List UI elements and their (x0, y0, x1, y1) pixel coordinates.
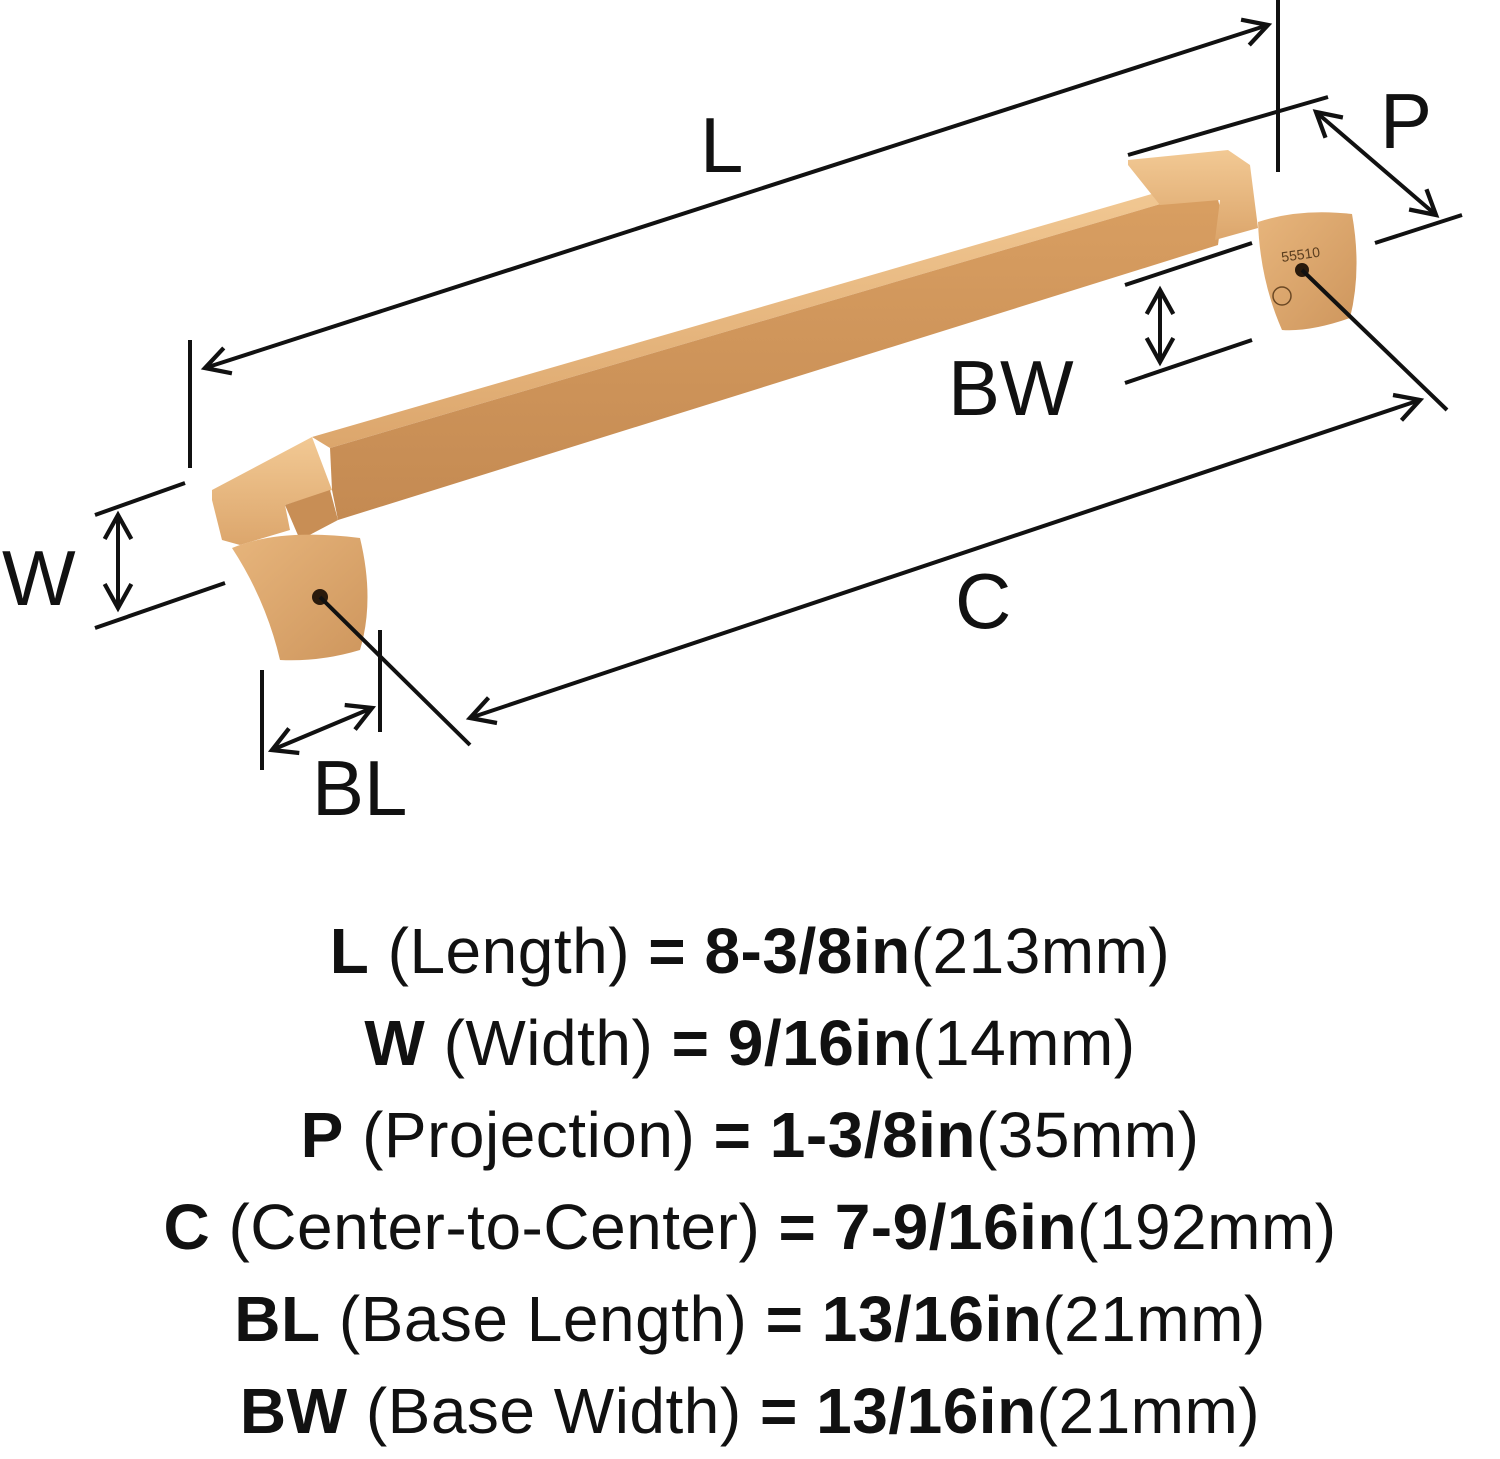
spec-abbr: C (163, 1191, 211, 1263)
pull-dimension-diagram: 55510 L P BW C W BL (2, 0, 1463, 832)
spec-metric: (21mm) (1042, 1283, 1266, 1355)
spec-equals: = (765, 1283, 804, 1355)
dim-label-base-length: BL (312, 744, 407, 832)
spec-metric: (35mm) (975, 1099, 1200, 1171)
spec-imperial: 7-9/16in (834, 1191, 1078, 1263)
pull-handle: 55510 (212, 150, 1357, 661)
specification-list: L (Length) = 8-3/8in(213mm) W (Width) = … (0, 905, 1500, 1457)
spec-name: (Center-to-Center) (228, 1191, 761, 1263)
handle-left-arm-side (285, 490, 338, 540)
spec-name: (Length) (387, 915, 631, 987)
spec-name: (Base Width) (365, 1375, 742, 1447)
spec-row-base-length: BL (Base Length) = 13/16in(21mm) (0, 1273, 1500, 1365)
dim-label-center: C (955, 557, 1011, 645)
handle-bar-side (330, 188, 1222, 520)
spec-equals: = (713, 1099, 752, 1171)
spec-metric: (213mm) (910, 915, 1171, 987)
dim-label-width: W (2, 534, 76, 622)
product-marking: 55510 (1280, 244, 1321, 265)
spec-name: (Projection) (362, 1099, 696, 1171)
brand-logo-icon (1272, 286, 1292, 306)
spec-abbr: BL (234, 1283, 321, 1355)
handle-bar-top (312, 180, 1215, 448)
spec-abbr: BW (239, 1375, 348, 1447)
spec-abbr: P (300, 1099, 344, 1171)
dim-label-length: L (700, 101, 743, 189)
dim-label-projection: P (1380, 77, 1432, 165)
spec-equals: = (759, 1375, 798, 1447)
spec-imperial: 13/16in (816, 1375, 1037, 1447)
spec-metric: (14mm) (912, 1007, 1136, 1079)
spec-equals: = (778, 1191, 817, 1263)
spec-imperial: 8-3/8in (704, 915, 911, 987)
spec-abbr: L (329, 915, 370, 987)
spec-name: (Width) (443, 1007, 654, 1079)
spec-row-width: W (Width) = 9/16in(14mm) (0, 997, 1500, 1089)
spec-equals: = (648, 915, 687, 987)
spec-row-projection: P (Projection) = 1-3/8in(35mm) (0, 1089, 1500, 1181)
dim-label-base-width: BW (948, 344, 1074, 432)
spec-name: (Base Length) (338, 1283, 748, 1355)
spec-imperial: 9/16in (727, 1007, 913, 1079)
dimension-lines (94, 0, 1463, 770)
spec-imperial: 13/16in (821, 1283, 1043, 1355)
handle-left-foot (232, 534, 368, 661)
spec-equals: = (671, 1007, 710, 1079)
spec-row-base-width: BW (Base Width) = 13/16in(21mm) (0, 1365, 1500, 1457)
spec-row-center-to-center: C (Center-to-Center) = 7-9/16in(192mm) (0, 1181, 1500, 1273)
spec-imperial: 1-3/8in (769, 1099, 976, 1171)
spec-metric: (21mm) (1036, 1375, 1261, 1447)
spec-metric: (192mm) (1077, 1191, 1337, 1263)
spec-abbr: W (364, 1007, 426, 1079)
spec-row-length: L (Length) = 8-3/8in(213mm) (0, 905, 1500, 997)
handle-left-leg (212, 437, 332, 545)
